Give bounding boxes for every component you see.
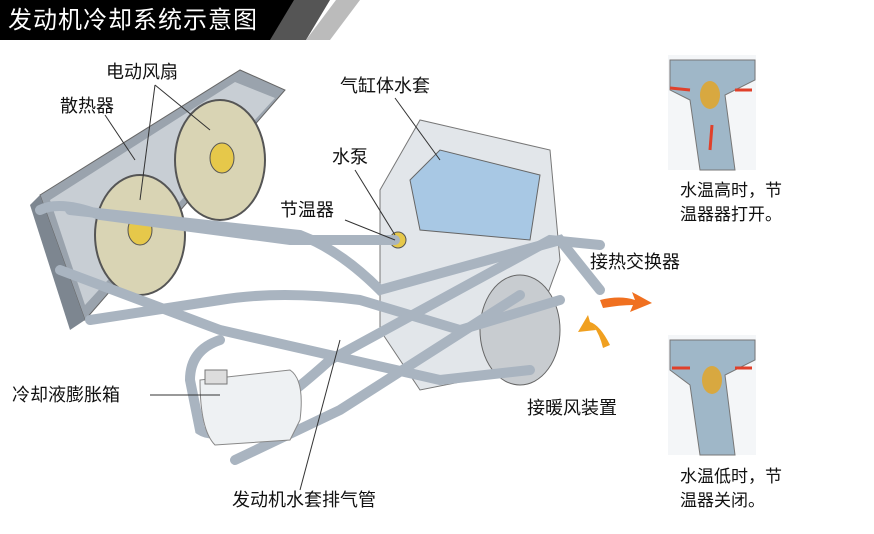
label-electric-fan: 电动风扇 bbox=[106, 62, 178, 83]
label-cylinder-water-jacket: 气缸体水套 bbox=[340, 76, 430, 97]
label-heater: 接暖风装置 bbox=[527, 398, 617, 419]
inset-high-temp-line1: 水温高时，节 bbox=[680, 181, 782, 201]
inset-low-temp-line1: 水温低时，节 bbox=[680, 467, 782, 487]
label-expansion-tank: 冷却液膨胀箱 bbox=[12, 385, 120, 406]
engine-block bbox=[379, 119, 561, 391]
electric-fan bbox=[94, 99, 266, 296]
thermostat-closed-inset bbox=[668, 335, 756, 456]
thermostat-open-inset bbox=[668, 55, 756, 171]
label-water-pump: 水泵 bbox=[332, 147, 368, 168]
label-radiator: 散热器 bbox=[60, 96, 114, 117]
expansion-tank bbox=[199, 369, 302, 446]
label-thermostat: 节温器 bbox=[280, 200, 334, 221]
inset-high-temp-line2: 温器器打开。 bbox=[680, 205, 782, 225]
inset-low-temp-line2: 温器关闭。 bbox=[680, 491, 765, 511]
label-vent-pipe: 发动机水套排气管 bbox=[232, 490, 376, 511]
heat-out-arrow bbox=[600, 292, 652, 312]
heat-in-arrow bbox=[578, 315, 610, 348]
diagram-title: 发动机冷却系统示意图 bbox=[8, 6, 258, 34]
title-bar bbox=[0, 0, 300, 40]
label-heat-exchanger: 接热交换器 bbox=[590, 252, 680, 273]
leader-lines bbox=[104, 84, 441, 491]
